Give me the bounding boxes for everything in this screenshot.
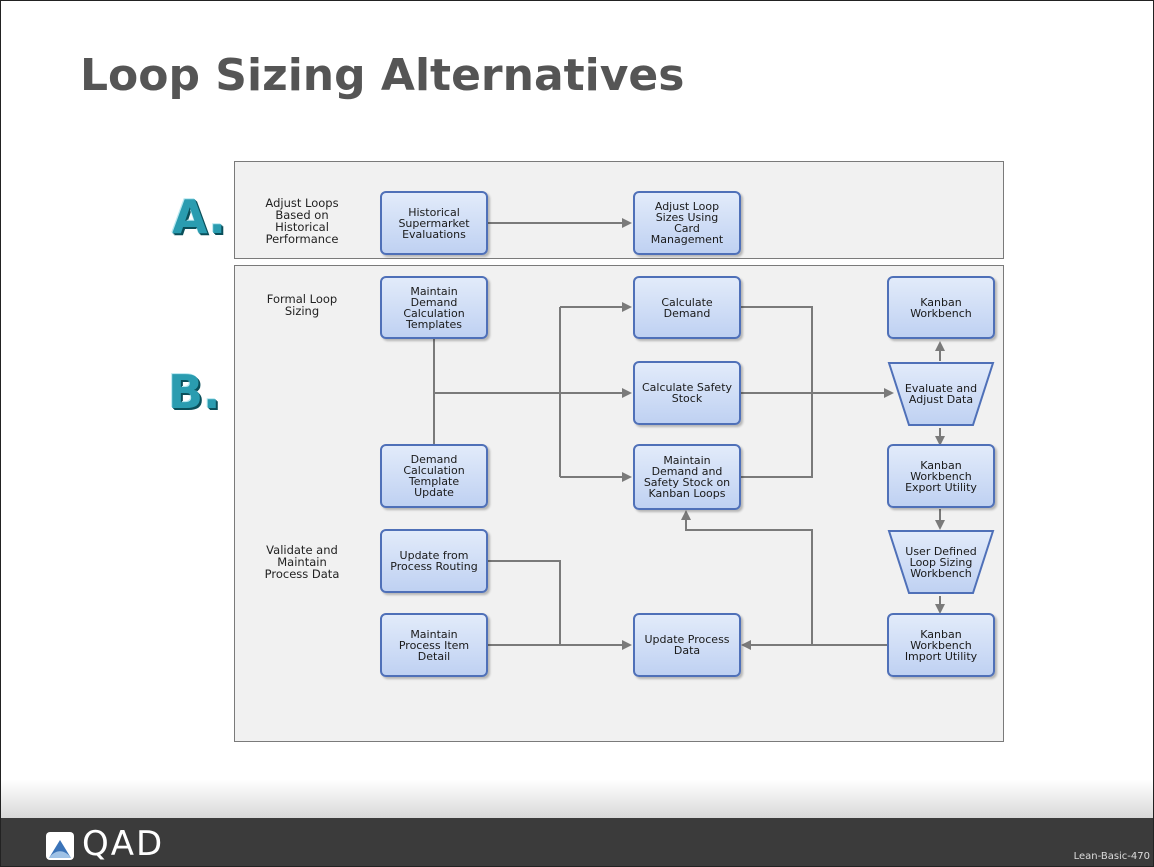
qad-logo-icon: [46, 832, 74, 860]
line-routing-path: [488, 560, 561, 645]
trapezoid-shape: [887, 362, 995, 426]
update-process-data-box: Update Process Data: [633, 613, 741, 677]
section-b-panel: [234, 265, 1004, 742]
trapezoid-shape: [887, 530, 995, 594]
import-utility-box: Kanban Workbench Import Utility: [887, 613, 995, 677]
user-defined-workbench-shape: User Defined Loop Sizing Workbench: [887, 529, 995, 595]
qad-logo-text: QAD: [82, 824, 165, 864]
validate-maintain-label: Validate and Maintain Process Data: [264, 543, 340, 581]
slide-title: Loop Sizing Alternatives: [80, 50, 685, 101]
section-b-marker: B.: [168, 365, 221, 419]
footer-bar: [1, 818, 1153, 866]
maintain-item-detail-box: Maintain Process Item Detail: [380, 613, 488, 677]
template-update-box: Demand Calculation Template Update: [380, 444, 488, 508]
export-utility-box: Kanban Workbench Export Utility: [887, 444, 995, 508]
kanban-workbench-box: Kanban Workbench: [887, 276, 995, 339]
evaluate-adjust-shape: Evaluate and Adjust Data: [887, 361, 995, 427]
section-a-label: Adjust Loops Based on Historical Perform…: [265, 196, 339, 246]
section-a-panel: [234, 161, 1004, 259]
evaluate-adjust-label: Evaluate and Adjust Data: [904, 382, 978, 406]
arrow-to-maintain-demand: [681, 510, 813, 645]
maintain-templates-box: Maintain Demand Calculation Templates: [380, 276, 488, 339]
calculate-demand-box: Calculate Demand: [633, 276, 741, 339]
user-defined-workbench-label: User Defined Loop Sizing Workbench: [905, 544, 977, 580]
adjust-loop-sizes-box: Adjust Loop Sizes Using Card Management: [633, 191, 741, 255]
historical-supermarket-box: Historical Supermarket Evaluations: [380, 191, 488, 255]
formal-loop-sizing-label: Formal Loop Sizing: [266, 292, 338, 318]
maintain-demand-safety-box: Maintain Demand and Safety Stock on Kanb…: [633, 444, 741, 510]
slide-id: Lean-Basic-470: [1073, 851, 1150, 862]
update-routing-box: Update from Process Routing: [380, 529, 488, 593]
calculate-safety-stock-box: Calculate Safety Stock: [633, 361, 741, 425]
footer-gradient: [1, 780, 1153, 818]
section-a-marker: A.: [172, 190, 226, 244]
